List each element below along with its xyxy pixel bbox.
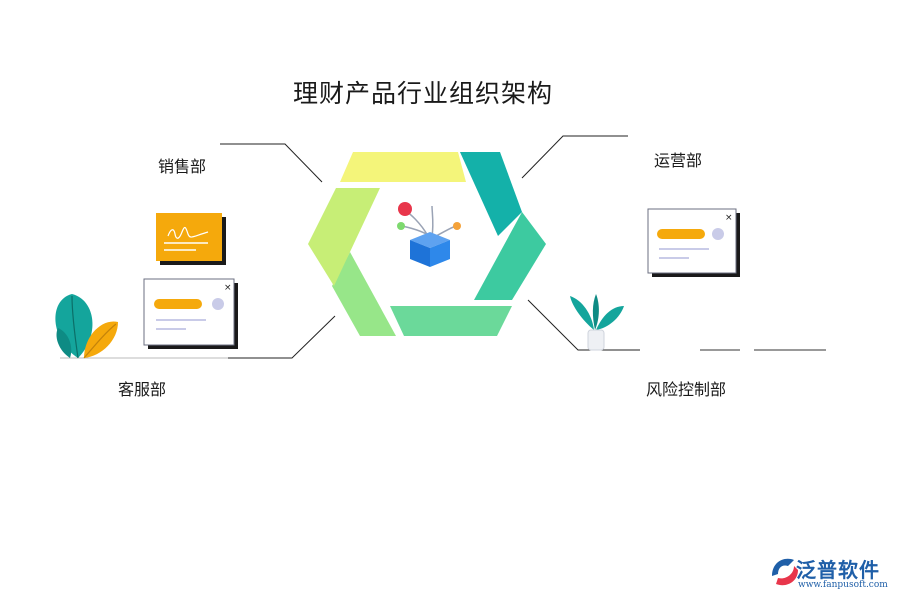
hex-segment-top-right bbox=[460, 152, 522, 236]
close-icon: × bbox=[725, 213, 733, 223]
connector-sales bbox=[220, 143, 323, 183]
dept-label-operations: 运营部 bbox=[654, 151, 703, 170]
hex-segment-top-left bbox=[308, 188, 380, 286]
potted-plant-icon bbox=[570, 294, 624, 351]
connector-customer-service bbox=[228, 315, 336, 359]
brand-name: 泛普软件 bbox=[796, 558, 880, 582]
dept-label-customer-service: 客服部 bbox=[118, 380, 167, 399]
connector-risk-control bbox=[527, 299, 640, 351]
hex-segment-top bbox=[340, 152, 466, 182]
hex-segment-bottom-left bbox=[332, 252, 396, 336]
hex-segment-bottom-right bbox=[474, 212, 546, 300]
brand-url: www.fanpusoft.com bbox=[798, 580, 888, 590]
window-card-icon: × bbox=[647, 208, 740, 277]
box-network-icon bbox=[397, 202, 461, 267]
connector-operations bbox=[521, 135, 628, 179]
brand-watermark: 泛普软件 www.fanpusoft.com bbox=[768, 552, 892, 594]
leaf-plant-icon bbox=[55, 294, 118, 359]
brand-logo-icon bbox=[772, 558, 798, 586]
hex-segment-bottom bbox=[390, 306, 512, 336]
window-card-icon: × bbox=[143, 278, 238, 349]
close-icon: × bbox=[224, 283, 232, 293]
dept-label-sales: 销售部 bbox=[158, 157, 207, 176]
signature-card-icon bbox=[156, 213, 226, 265]
dept-label-risk-control: 风险控制部 bbox=[646, 380, 727, 399]
page-title: 理财产品行业组织架构 bbox=[292, 79, 553, 108]
